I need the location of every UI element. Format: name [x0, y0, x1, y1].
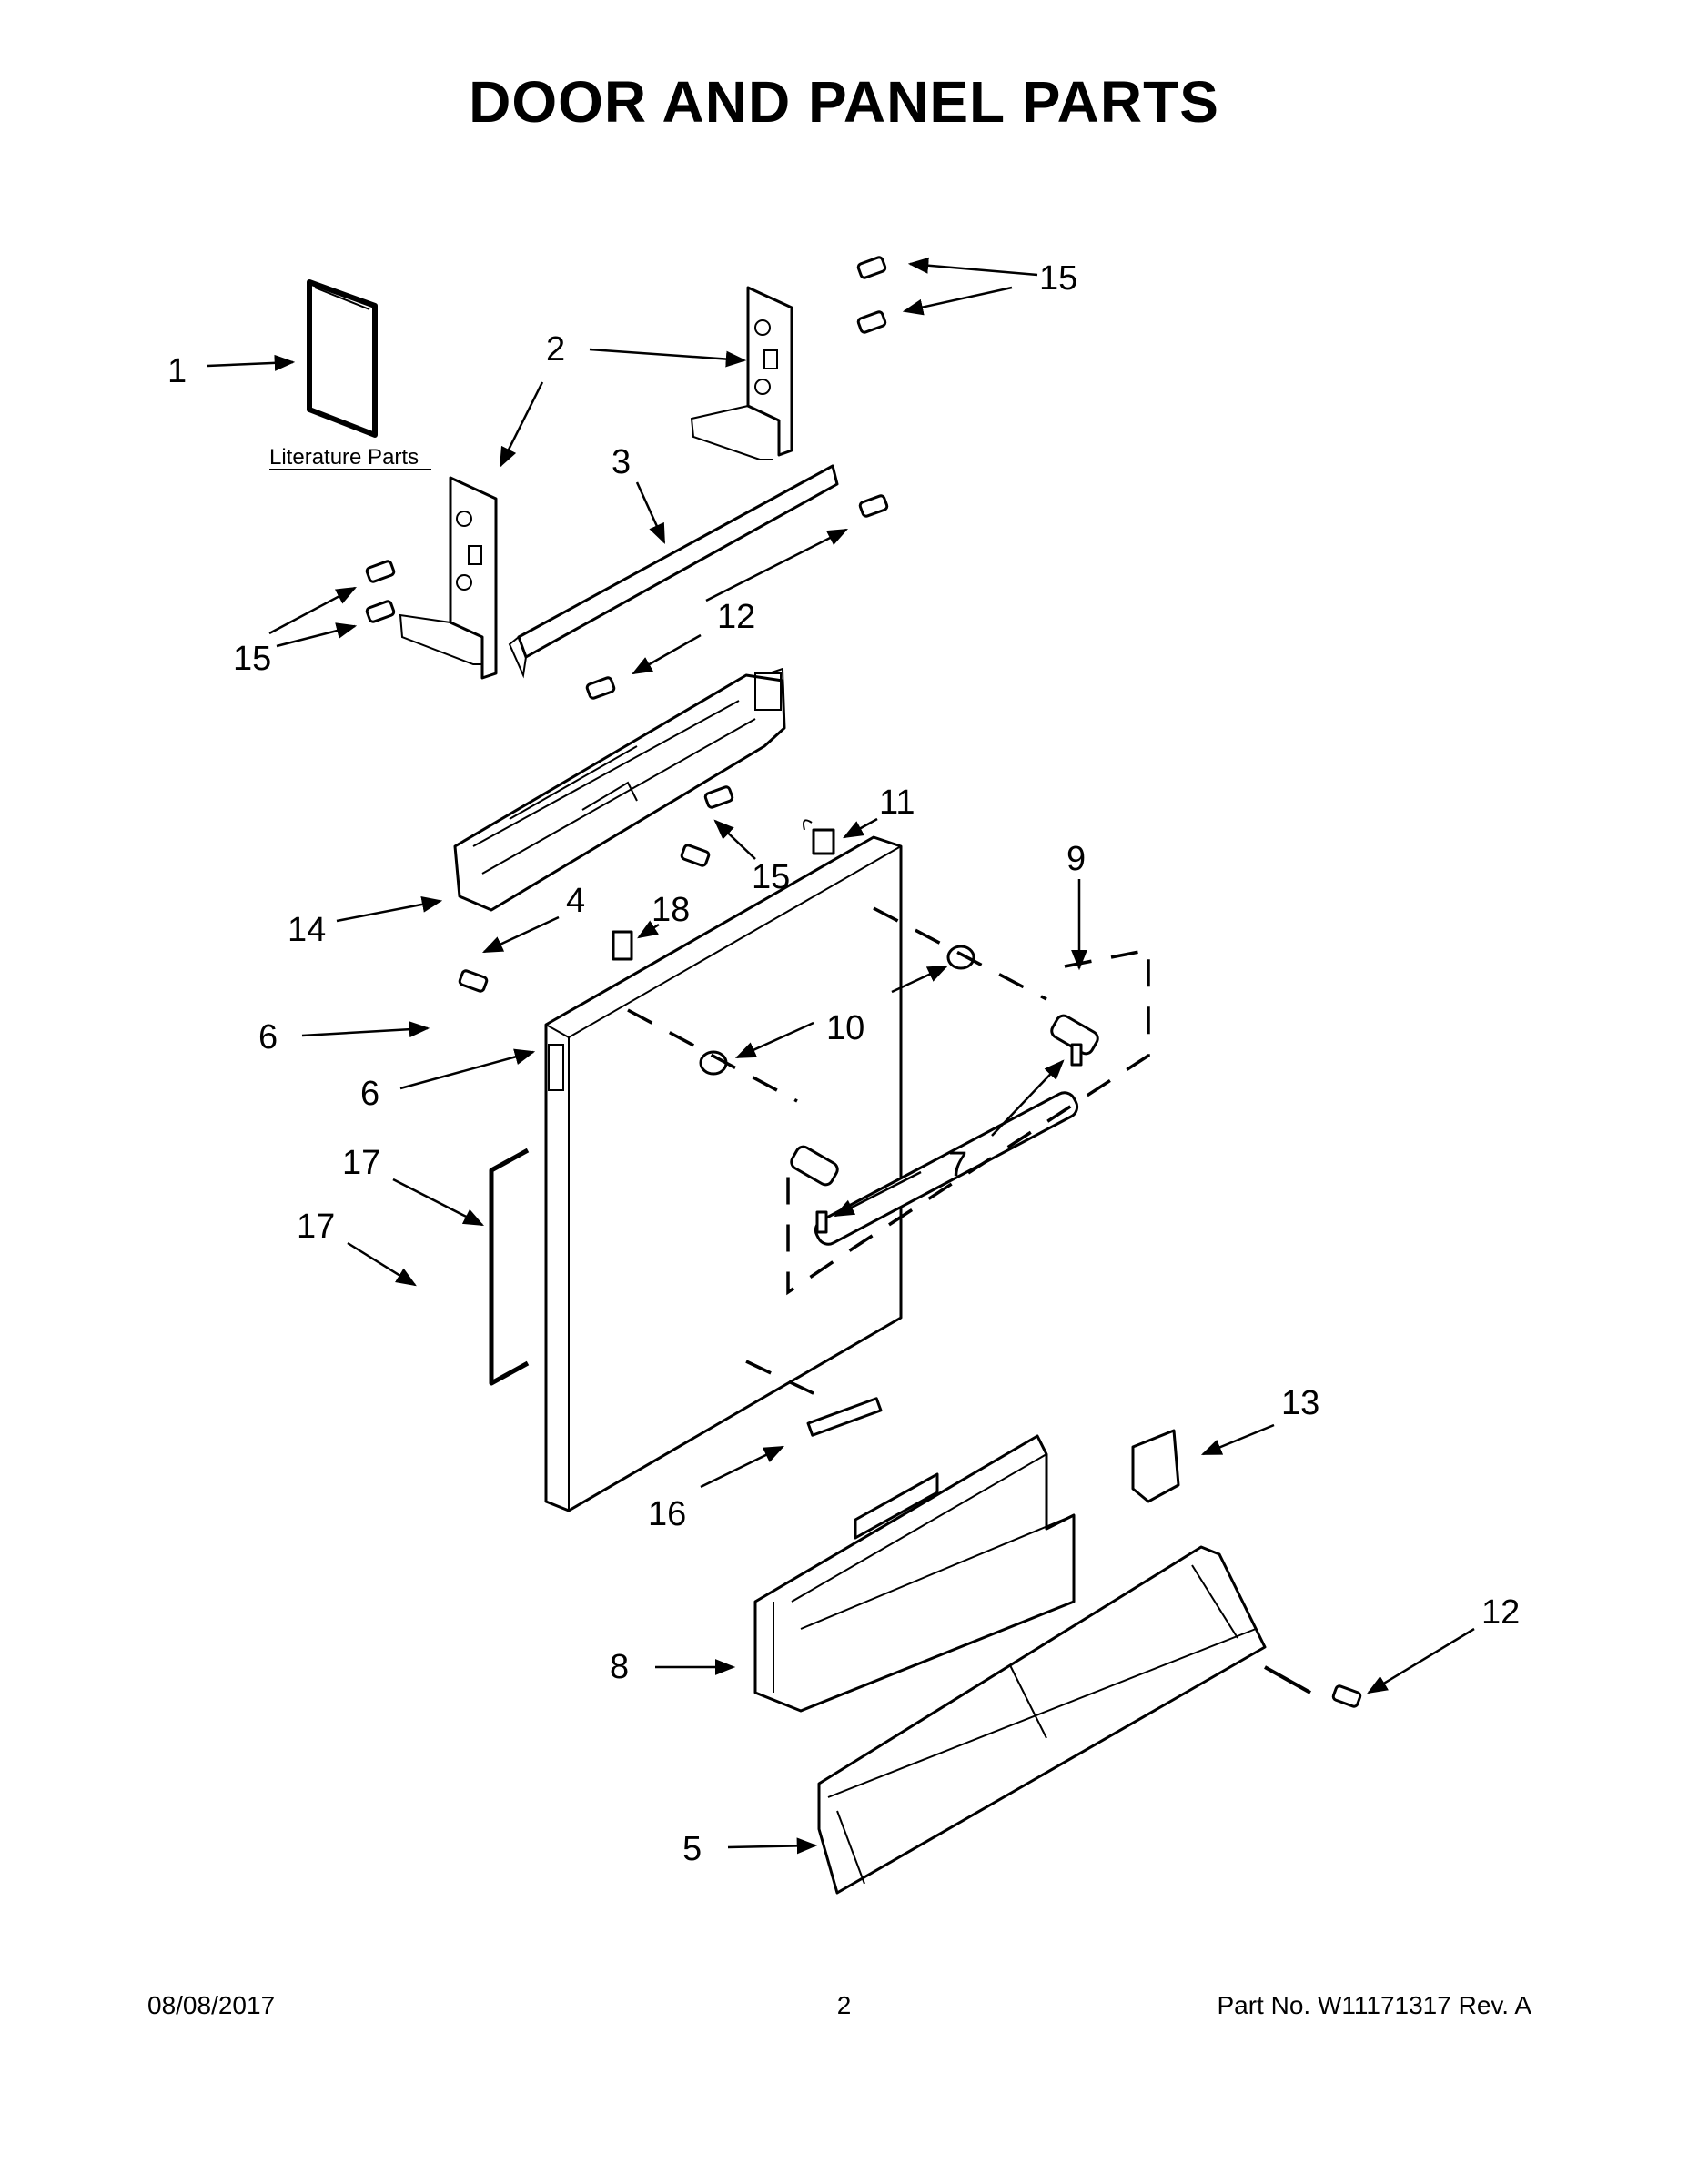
toe-panel-insulation [753, 1434, 1076, 1713]
door-clip [812, 828, 835, 855]
callout-12-upper: 12 [717, 598, 755, 636]
callout-15-mid: 15 [752, 858, 790, 896]
screw-alignment-dash [1264, 1665, 1311, 1694]
control-console [453, 667, 786, 912]
page-title: DOOR AND PANEL PARTS [469, 69, 1219, 135]
callout-12-lower: 12 [1481, 1593, 1520, 1632]
door-clip-spring [803, 819, 813, 831]
door-handle [790, 1014, 1099, 1246]
footer-part-number: Part No. W11171317 Rev. A [1217, 1991, 1531, 2019]
toe-panel-clip [1131, 1429, 1180, 1503]
callout-5: 5 [682, 1830, 702, 1868]
footer-page-number: 2 [836, 1991, 852, 2019]
callout-7: 7 [948, 1146, 967, 1184]
callout-1: 1 [167, 352, 187, 390]
mounting-bracket-right [690, 286, 793, 460]
callout-14: 14 [288, 911, 326, 949]
callout-8: 8 [610, 1648, 629, 1686]
align-line-lower [627, 1008, 798, 1103]
callout-15-left: 15 [233, 640, 271, 678]
footer-date: 08/08/2017 [147, 1991, 276, 2019]
callout-6-lower: 6 [360, 1075, 379, 1113]
callout-18: 18 [652, 891, 690, 929]
callout-6-upper: 6 [258, 1018, 278, 1057]
mounting-bracket-left [399, 476, 498, 680]
callout-16: 16 [648, 1495, 686, 1533]
callout-3: 3 [612, 443, 631, 481]
callout-2: 2 [546, 330, 565, 369]
callout-4: 4 [566, 882, 585, 920]
set-screw-lower [815, 1210, 828, 1234]
callout-arrows [207, 257, 1475, 1855]
align-line-bottom [745, 1360, 820, 1398]
screws [365, 256, 1362, 1708]
lower-access-panel [817, 1545, 1267, 1895]
callout-13: 13 [1281, 1384, 1319, 1422]
callout-15-top: 15 [1039, 259, 1077, 298]
set-screw-upper [1070, 1043, 1083, 1067]
handle-envelope [786, 947, 1150, 1296]
door-badge [806, 1397, 883, 1437]
handle-mount-upper [946, 945, 975, 970]
upper-panel-strip [508, 464, 839, 679]
callout-17-upper: 17 [342, 1144, 380, 1182]
door-gasket [489, 1148, 530, 1386]
outer-door-panel [544, 835, 903, 1512]
align-line-upper [873, 906, 1047, 1001]
callout-11: 11 [879, 784, 915, 822]
callout-17-lower: 17 [297, 1208, 335, 1246]
door-latch [612, 930, 633, 961]
literature-booklet [307, 279, 378, 438]
literature-parts-label: Literature Parts [269, 445, 419, 470]
callout-9: 9 [1066, 840, 1086, 878]
callout-10: 10 [826, 1009, 864, 1047]
